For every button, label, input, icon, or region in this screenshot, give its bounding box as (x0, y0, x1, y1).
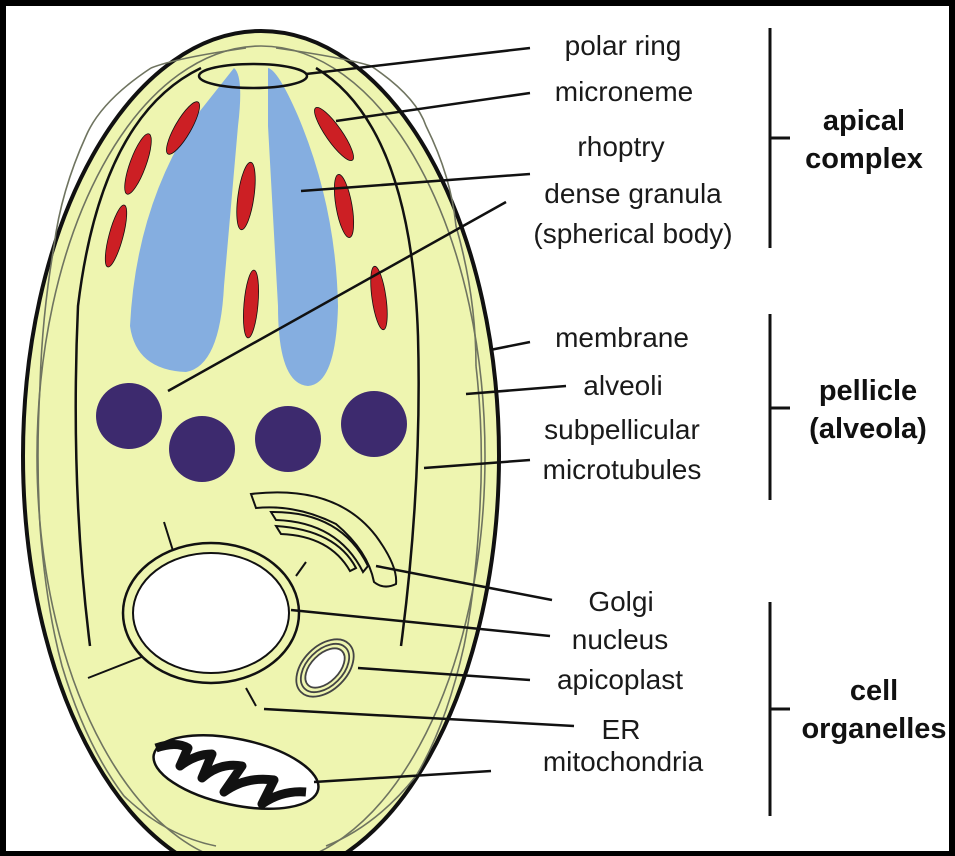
label-er: ER (602, 714, 641, 746)
group-pellicle: pellicle (alveola) (809, 372, 927, 448)
group-cell-line1: cell (801, 672, 946, 710)
label-dense-granula: dense granula (544, 178, 721, 210)
label-spherical-body: (spherical body) (533, 218, 732, 250)
label-apicoplast: apicoplast (557, 664, 683, 696)
label-microneme: microneme (555, 76, 693, 108)
group-pellicle-line2: (alveola) (809, 410, 927, 448)
group-cell-line2: organelles (801, 710, 946, 748)
label-polar-ring: polar ring (565, 30, 682, 62)
label-subpellicular: subpellicular (544, 414, 700, 446)
group-apical-line1: apical (805, 102, 923, 140)
group-pellicle-line1: pellicle (809, 372, 927, 410)
label-membrane: membrane (555, 322, 689, 354)
label-alveoli: alveoli (583, 370, 662, 402)
nucleus (133, 553, 289, 673)
group-apical-line2: complex (805, 140, 923, 178)
group-apical-complex: apical complex (805, 102, 923, 178)
label-rhoptry: rhoptry (577, 131, 664, 163)
label-golgi: Golgi (588, 586, 653, 618)
group-brackets (770, 28, 790, 816)
group-cell-organelles: cell organelles (801, 672, 946, 748)
label-microtubules: microtubules (543, 454, 702, 486)
label-nucleus: nucleus (572, 624, 669, 656)
label-mitochondria: mitochondria (543, 746, 703, 778)
